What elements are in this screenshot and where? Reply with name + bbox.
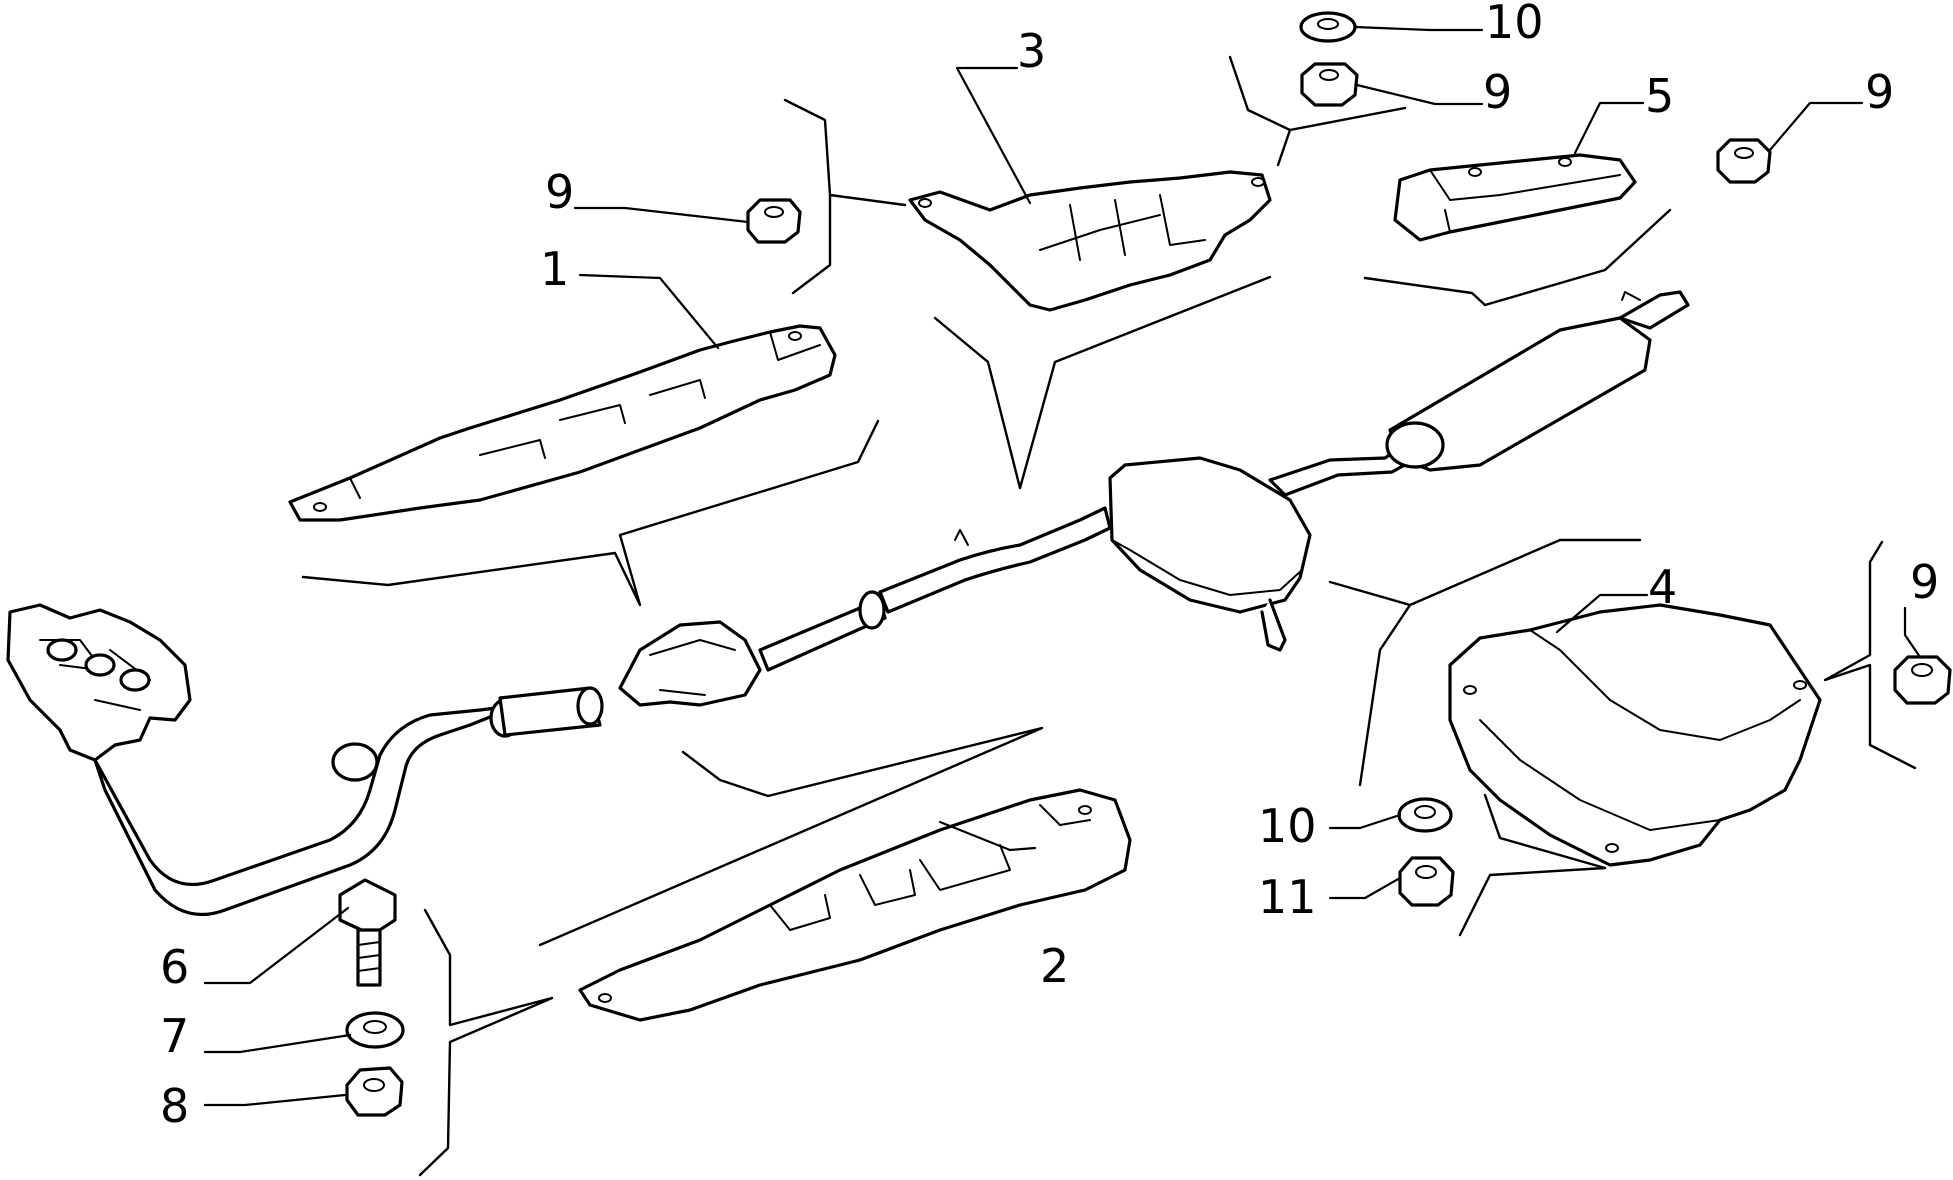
nut-11	[1398, 856, 1455, 907]
heat-shield-4	[1448, 603, 1822, 867]
heat-shield-3	[908, 170, 1272, 312]
exhaust-manifold	[6, 603, 192, 762]
washer-10-bottom	[1397, 797, 1453, 833]
callout-5: 5	[1645, 69, 1674, 123]
nut-8	[345, 1066, 404, 1117]
washer-7	[345, 1011, 405, 1049]
heat-shield-1	[288, 324, 837, 522]
callout-11: 11	[1258, 870, 1317, 924]
bolt-6	[338, 878, 397, 987]
nut-9-top	[1300, 62, 1359, 107]
callout-9-left: 9	[545, 165, 574, 219]
callout-7: 7	[160, 1009, 189, 1063]
callout-9-top: 9	[1483, 65, 1512, 119]
exhaust-pipe-assembly	[6, 290, 1690, 917]
callout-numbers: 1 2 3 4 5 6 7 8 9 9 9 9 10 10 11	[160, 0, 1939, 1133]
nut-9-right	[1893, 655, 1952, 705]
callout-2: 2	[1040, 939, 1069, 993]
callout-6: 6	[160, 940, 189, 994]
callout-9-topright: 9	[1865, 65, 1894, 119]
callout-9-right: 9	[1910, 555, 1939, 609]
callout-10-top: 10	[1485, 0, 1544, 49]
callout-4: 4	[1648, 560, 1677, 614]
assembly-guides	[301, 55, 1917, 1177]
callout-10-bottom: 10	[1258, 799, 1317, 853]
callout-3: 3	[1017, 24, 1046, 78]
nut-9-left	[746, 198, 802, 244]
front-pipe	[93, 703, 522, 917]
heat-shield-5	[1393, 153, 1637, 242]
washer-10-top	[1299, 11, 1357, 43]
callout-8: 8	[160, 1079, 189, 1133]
nut-9-topright	[1716, 138, 1772, 184]
center-muffler	[1108, 456, 1312, 614]
heat-shield-2	[578, 788, 1132, 1022]
callout-1: 1	[540, 242, 569, 296]
catalytic-converter	[618, 620, 762, 707]
callout-leaders	[203, 25, 1922, 1107]
